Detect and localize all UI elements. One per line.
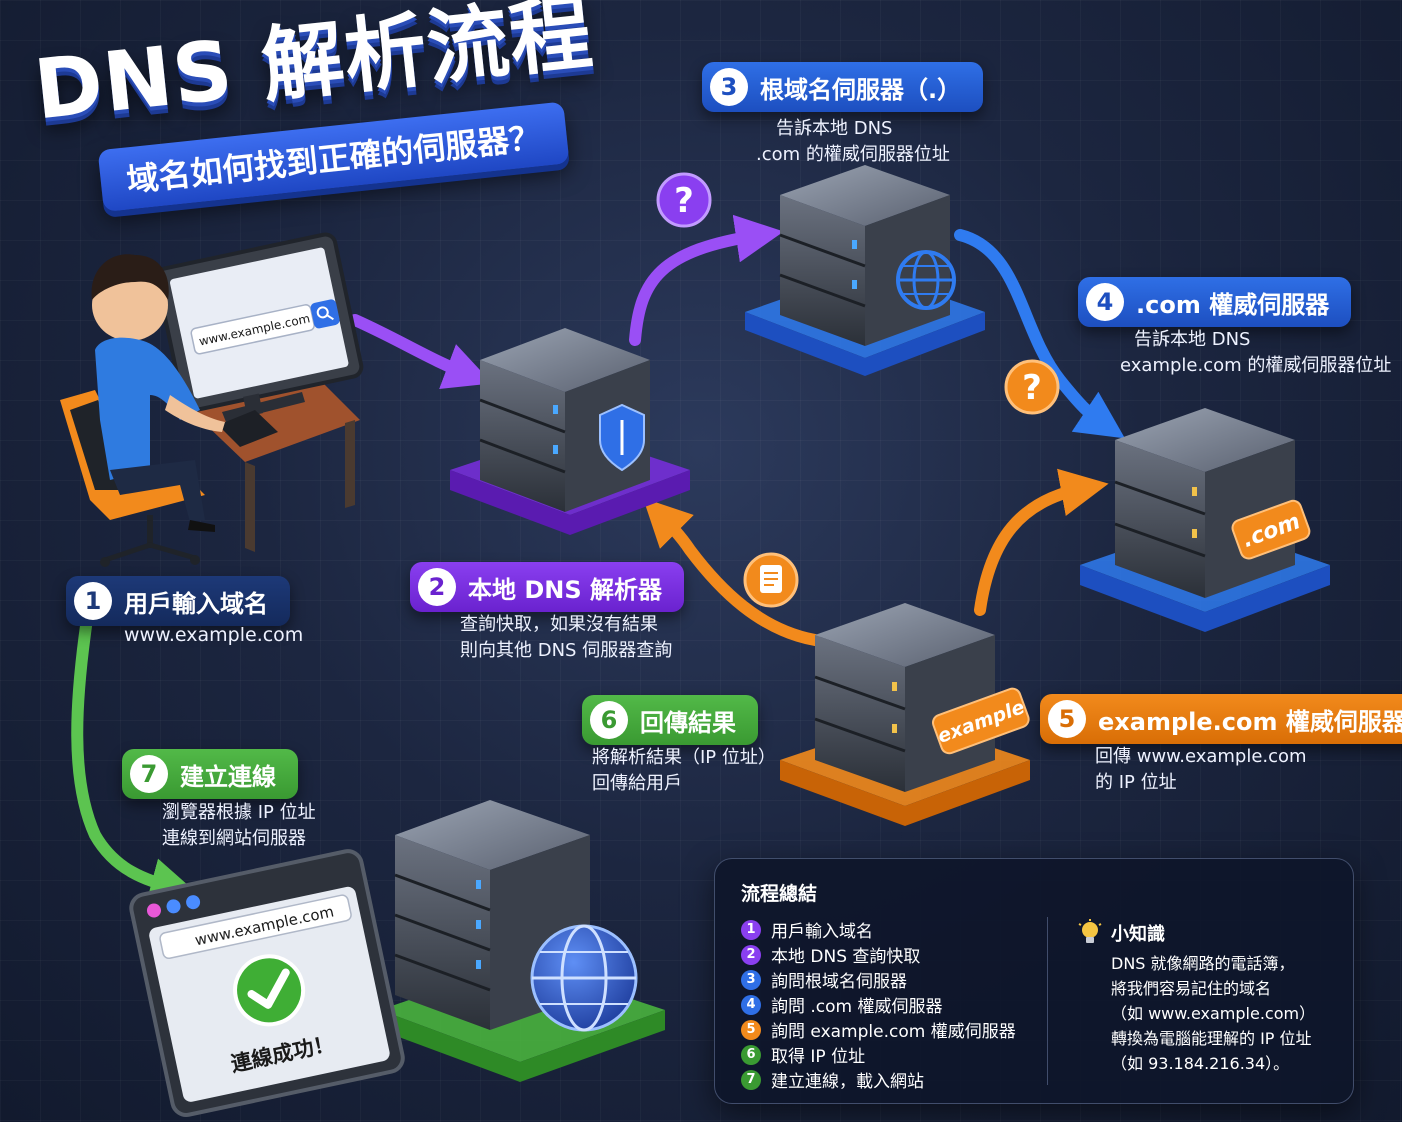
svg-text:?: ?: [1022, 368, 1042, 408]
tip-text: DNS 就像網路的電話簿， 將我們容易記住的域名 （如 www.example.…: [1111, 954, 1316, 1073]
step-7-title: 建立連線: [180, 762, 276, 791]
step-3-title: 根域名伺服器（.）: [760, 75, 962, 104]
step-4-label: 4 .com 權威伺服器: [1078, 277, 1352, 327]
tip-heading: 小知識: [1077, 919, 1165, 947]
step-5-desc: 回傳 www.example.com 的 IP 位址: [1095, 746, 1307, 793]
summary-title: 流程總結: [741, 883, 818, 905]
server-example: example: [780, 603, 1030, 826]
url-bar: [159, 894, 352, 960]
arrow-root-to-com: [954, 229, 1125, 439]
step-7-desc: 瀏覽器根據 IP 位址 連線到網站伺服器: [162, 802, 316, 849]
step-4-number: 4: [1086, 283, 1124, 321]
server-local-resolver: [450, 328, 690, 535]
step-3-desc: 告訴本地 DNS .com 的權威伺服器位址: [756, 118, 950, 165]
step-2-title: 本地 DNS 解析器: [468, 575, 663, 604]
arrow-user-to-local: [349, 314, 493, 390]
question-bubble-orange: ?: [1004, 359, 1060, 415]
document-icon: [743, 552, 799, 608]
step-4-title: .com 權威伺服器: [1136, 290, 1330, 319]
step-7-label: 7 建立連線: [122, 749, 298, 799]
arrow-local-to-root: [629, 214, 784, 346]
lightbulb-icon: [1078, 919, 1102, 943]
user-figure: www.example.com: [60, 232, 364, 567]
arrow-example-to-com: [974, 468, 1109, 616]
server-com: .com: [1080, 408, 1330, 632]
step-4-desc: 告訴本地 DNS example.com 的權威伺服器位址: [1120, 329, 1392, 376]
step-2-desc: 查詢快取，如果沒有結果 則向其他 DNS 伺服器查詢: [460, 614, 673, 661]
step-6-number: 6: [590, 701, 628, 739]
step-7-number: 7: [130, 755, 168, 793]
arrow-user-to-browser: [71, 606, 199, 906]
step-6-title: 回傳結果: [640, 708, 736, 737]
globe-icon: [896, 250, 956, 310]
keyboard: [218, 410, 278, 447]
step-6-desc: 將解析結果（IP 位址） 回傳給用戶: [592, 747, 776, 794]
step-3-label: 3 根域名伺服器（.）: [702, 62, 984, 112]
step-5-title: example.com 權威伺服器: [1098, 707, 1402, 736]
step-2-number: 2: [418, 568, 456, 606]
step-1-number: 1: [74, 582, 112, 620]
step-5-label: 5 example.com 權威伺服器: [1040, 694, 1402, 744]
server-root: [745, 165, 985, 376]
svg-text:?: ?: [674, 181, 694, 221]
step-2-label: 2 本地 DNS 解析器: [410, 562, 685, 612]
globe-icon: [530, 924, 638, 1032]
step-1-title: 用戶輸入域名: [124, 589, 268, 618]
server-web: [380, 800, 665, 1082]
summary-divider: [1047, 917, 1048, 1085]
step-1-label: 1 用戶輸入域名: [66, 576, 290, 626]
step-6-label: 6 回傳結果: [582, 695, 758, 745]
arrow-example-to-local: [643, 498, 821, 646]
browser-window: www.example.com 連線成功！: [129, 849, 405, 1117]
check-icon: [233, 954, 306, 1027]
search-icon: [310, 299, 340, 329]
step-1-desc: www.example.com: [124, 624, 304, 646]
step-5-number: 5: [1048, 700, 1086, 738]
question-bubble-purple: ?: [656, 172, 712, 228]
step-3-number: 3: [710, 68, 748, 106]
